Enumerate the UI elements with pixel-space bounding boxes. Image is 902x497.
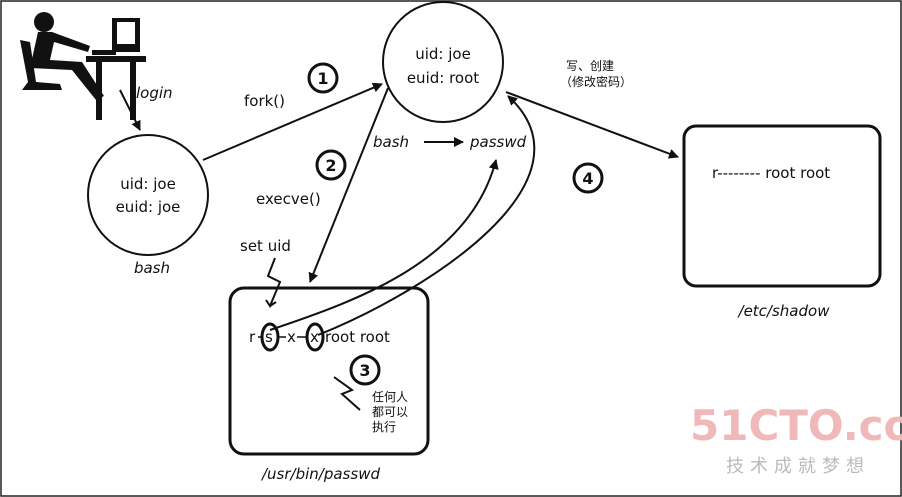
set-uid-label: set uid bbox=[240, 237, 291, 255]
setuid-to-passwd-curve bbox=[269, 159, 499, 331]
fork-arrow bbox=[202, 82, 383, 161]
set-uid-zigzag bbox=[265, 257, 282, 309]
execute-to-passwd-curve bbox=[317, 95, 536, 336]
step-4-badge: 4 bbox=[572, 162, 604, 194]
perm-owner: root root bbox=[325, 328, 390, 346]
write-shadow-arrow bbox=[505, 91, 679, 159]
shadow-file-box bbox=[682, 124, 882, 288]
step-1-badge: 1 bbox=[307, 62, 339, 94]
perm-s: s bbox=[265, 328, 273, 346]
svg-text:4: 4 bbox=[582, 169, 593, 188]
shadow-perm-line: r-------- root root bbox=[712, 164, 830, 182]
user-at-computer-icon bbox=[20, 12, 146, 120]
svg-text:1: 1 bbox=[317, 69, 328, 88]
passwd-permissions: r s x x root root bbox=[249, 322, 390, 352]
fork-label: fork() bbox=[244, 92, 285, 110]
bash-process: uid: joe euid: joe bbox=[87, 134, 209, 256]
anyone-note-line2: 都可以 bbox=[372, 405, 408, 419]
svg-text:3: 3 bbox=[359, 361, 370, 380]
passwd-process-circle bbox=[382, 1, 504, 123]
watermark-brand: 51CTO.com bbox=[690, 401, 902, 450]
login-label: login bbox=[136, 84, 173, 102]
execute-zigzag bbox=[333, 376, 361, 411]
step-3-badge: 3 bbox=[349, 354, 381, 386]
perm-r: r bbox=[249, 328, 256, 346]
anyone-note-line1: 任何人 bbox=[372, 390, 408, 404]
step-2-badge: 2 bbox=[315, 149, 347, 181]
passwd-file-box bbox=[228, 286, 430, 456]
perm-x-highlight bbox=[305, 322, 325, 352]
shadow-file-caption: /etc/shadow bbox=[737, 302, 831, 320]
perm-x1: x bbox=[287, 328, 296, 346]
anyone-note-line3: 执行 bbox=[372, 420, 396, 434]
bash-process-circle bbox=[87, 134, 209, 256]
passwd-euid: euid: root bbox=[407, 69, 479, 87]
svg-text:2: 2 bbox=[325, 156, 336, 175]
passwd-process: uid: joe euid: root bbox=[382, 1, 504, 123]
bash-caption: bash bbox=[134, 259, 170, 277]
perm-x2: x bbox=[310, 328, 319, 346]
bash-euid: euid: joe bbox=[116, 198, 181, 216]
watermark-slogan: 技术成就梦想 bbox=[726, 456, 870, 477]
passwd-file-caption: /usr/bin/passwd bbox=[260, 465, 380, 483]
bash-label: bash bbox=[373, 133, 409, 151]
write-note-line1: 写、创建 bbox=[566, 59, 614, 73]
passwd-label: passwd bbox=[469, 133, 527, 151]
login-arrow bbox=[119, 89, 141, 131]
execve-arrow bbox=[308, 87, 389, 283]
bash-uid: uid: joe bbox=[120, 175, 176, 193]
execve-label: execve() bbox=[256, 190, 321, 208]
write-note-line2: （修改密码） bbox=[560, 74, 632, 89]
passwd-uid: uid: joe bbox=[415, 45, 471, 63]
